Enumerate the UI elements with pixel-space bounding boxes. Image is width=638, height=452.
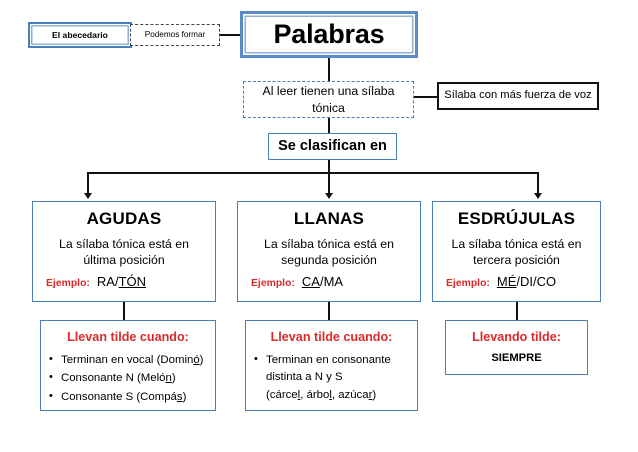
- node-podemos-formar: Podemos formar: [130, 24, 220, 46]
- rule-text-after: ): [199, 354, 204, 367]
- category-example-llanas: Ejemplo: CA/MA: [238, 274, 420, 291]
- rules-list-llanas: Terminan en consonante distinta a N y S …: [246, 351, 417, 404]
- rules-always-esdrujulas: SIEMPRE: [491, 352, 542, 365]
- list-item: Consonante N (Melón): [45, 369, 215, 387]
- ex-mid-1: , árbo: [300, 388, 330, 401]
- category-description-agudas: La sílaba tónica está en última posición: [59, 236, 189, 267]
- rule-extra-line: distinta a N y S: [266, 371, 343, 384]
- rules-card-llanas: Llevan tilde cuando: Terminan en consona…: [245, 320, 418, 411]
- node-abecedario: El abecedario: [28, 22, 132, 48]
- rule-text: Consonante N (Meló: [61, 372, 166, 385]
- rule-text: Terminan en consonante: [266, 354, 391, 367]
- connector-clasifican-stem: [328, 160, 330, 173]
- connector-branch-bus: [87, 172, 538, 174]
- example-label-esdrujulas: Ejemplo:: [446, 278, 490, 290]
- rules-heading-agudas: Llevan tilde cuando:: [67, 330, 189, 344]
- node-abecedario-label: El abecedario: [52, 29, 108, 40]
- example-value-esdrujulas: MÉ/DI/CO: [497, 274, 556, 290]
- rule-text: Terminan en vocal (Domin: [61, 354, 194, 367]
- rule-stressed: ó: [193, 354, 200, 367]
- category-description-llanas: La sílaba tónica está en segunda posició…: [264, 236, 394, 267]
- connector-palabras-to-alleer: [328, 58, 330, 81]
- node-se-clasifican-label: Se clasifican en: [278, 137, 387, 154]
- connector-branch-agudas: [87, 172, 89, 194]
- ex-open: (cárce: [266, 388, 298, 401]
- example-prefix-agudas: RA/: [96, 274, 119, 290]
- example-stressed-llanas: CA: [301, 274, 320, 290]
- connector-branch-esdrujulas: [537, 172, 539, 194]
- example-value-llanas: CA/MA: [302, 274, 343, 290]
- category-card-agudas: AGUDAS La sílaba tónica está en última p…: [32, 201, 216, 302]
- example-label-llanas: Ejemplo:: [251, 278, 295, 290]
- rule-stressed: s: [176, 390, 183, 403]
- example-stressed-agudas: TÓN: [118, 274, 147, 290]
- node-palabras: Palabras: [240, 11, 418, 58]
- example-suffix-llanas: /MA: [319, 274, 344, 290]
- rules-card-esdrujulas: Llevando tilde: SIEMPRE: [445, 320, 588, 375]
- node-silaba-fuerza-label: Sílaba con más fuerza de voz: [444, 89, 592, 102]
- example-stressed-esdrujulas: MÉ: [496, 274, 517, 290]
- category-card-esdrujulas: ESDRÚJULAS La sílaba tónica está en terc…: [432, 201, 601, 302]
- rules-list-agudas: Terminan en vocal (Dominó) Consonante N …: [41, 351, 215, 406]
- connector-podemos-to-palabras: [220, 34, 242, 36]
- connector-llanas-to-rules: [328, 302, 330, 320]
- arrow-agudas-icon: [84, 193, 92, 199]
- category-card-llanas: LLANAS La sílaba tónica está en segunda …: [237, 201, 421, 302]
- ex-mid-2: , azúca: [331, 388, 369, 401]
- rules-heading-llanas: Llevan tilde cuando:: [270, 330, 393, 344]
- ex-stressed-1: l: [297, 388, 301, 401]
- connector-branch-llanas: [328, 172, 330, 194]
- connector-esdrujulas-to-rules: [516, 302, 518, 320]
- list-item: Terminan en vocal (Dominó): [45, 351, 215, 369]
- node-al-leer: Al leer tienen una sílaba tónica: [243, 81, 414, 118]
- arrow-llanas-icon: [325, 193, 333, 199]
- ex-stressed-2: l: [329, 388, 332, 401]
- node-podemos-formar-label: Podemos formar: [144, 30, 206, 39]
- rule-stressed: n: [165, 372, 172, 385]
- category-title-esdrujulas: ESDRÚJULAS: [457, 209, 576, 228]
- ex-close: ): [372, 388, 377, 401]
- category-title-agudas: AGUDAS: [86, 209, 162, 228]
- category-description-esdrujulas: La sílaba tónica está en tercera posició…: [451, 236, 582, 267]
- arrow-esdrujulas-icon: [534, 193, 542, 199]
- example-label-agudas: Ejemplo:: [46, 278, 90, 290]
- node-silaba-fuerza: Sílaba con más fuerza de voz: [437, 82, 599, 110]
- example-value-agudas: RA/TÓN: [97, 274, 146, 290]
- category-example-agudas: Ejemplo: RA/TÓN: [33, 274, 215, 291]
- example-suffix-esdrujulas: /DI/CO: [516, 274, 557, 290]
- connector-alleer-to-clasifican: [328, 118, 330, 133]
- list-item: Terminan en consonante distinta a N y S …: [250, 351, 417, 404]
- ex-stressed-3: r: [368, 388, 373, 401]
- node-al-leer-label: Al leer tienen una sílaba tónica: [262, 84, 395, 115]
- node-se-clasifican: Se clasifican en: [268, 133, 397, 160]
- rules-heading-esdrujulas: Llevando tilde:: [472, 330, 561, 344]
- page-title: Palabras: [273, 19, 385, 50]
- connector-agudas-to-rules: [123, 302, 125, 320]
- rule-examples-line: (cárcel, árbol, azúcar): [266, 387, 417, 404]
- category-title-llanas: LLANAS: [293, 209, 365, 228]
- category-example-esdrujulas: Ejemplo: MÉ/DI/CO: [433, 274, 600, 291]
- rule-text-after: ): [182, 390, 187, 403]
- connector-alleer-to-silaba: [414, 96, 438, 98]
- rules-card-agudas: Llevan tilde cuando: Terminan en vocal (…: [40, 320, 216, 411]
- rule-text-after: ): [171, 372, 176, 385]
- rule-text: Consonante S (Compá: [61, 390, 177, 403]
- list-item: Consonante S (Compás): [45, 388, 215, 406]
